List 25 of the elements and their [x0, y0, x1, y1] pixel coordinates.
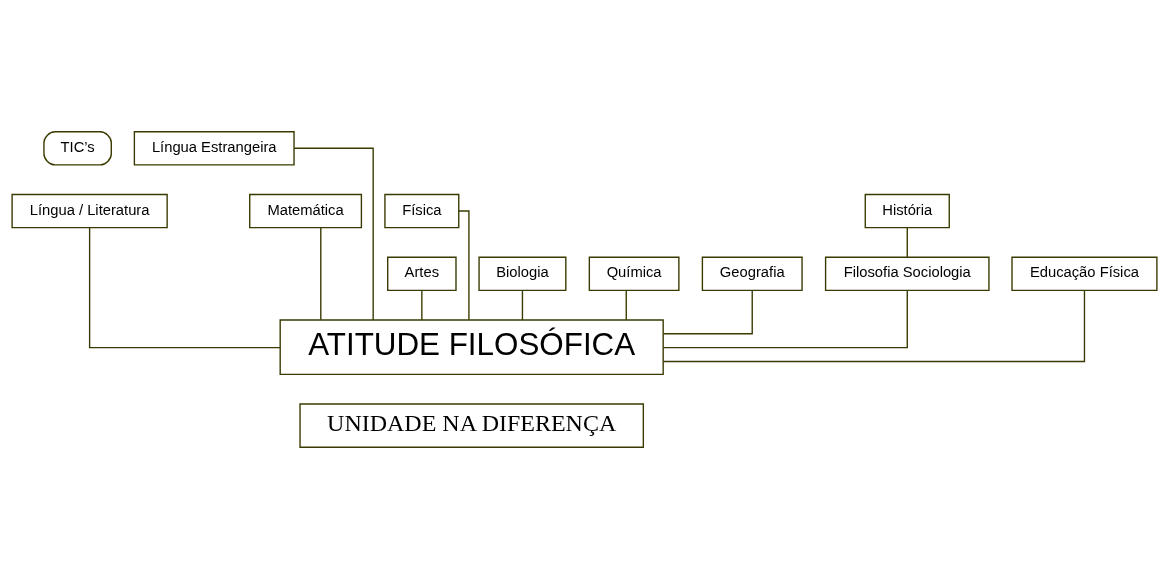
connector — [293, 147, 374, 321]
node-box: Física — [384, 193, 460, 228]
connector — [662, 289, 908, 348]
connector — [521, 289, 524, 321]
node-box: UNIDADE NA DIFERENÇA — [299, 402, 645, 448]
node-box: Química — [588, 256, 680, 291]
node-box: ATITUDE FILOSÓFICA — [279, 318, 664, 375]
connector — [662, 289, 1086, 362]
node-box: Filosofia Sociologia — [824, 256, 990, 291]
node-box: Língua Estrangeira — [133, 130, 295, 166]
node-box: Biologia — [478, 256, 567, 291]
node-box: História — [864, 193, 950, 228]
node-box: Matemática — [249, 193, 363, 228]
connector — [320, 226, 322, 320]
connector — [662, 289, 753, 334]
connector — [906, 226, 908, 258]
node-box: Educação Física — [1011, 256, 1158, 291]
node-box: Artes — [387, 256, 457, 291]
node-box: TIC’s — [43, 130, 112, 166]
connector — [421, 289, 423, 321]
connector — [88, 226, 281, 348]
connector — [625, 289, 627, 321]
connector — [458, 209, 470, 320]
node-box: Língua / Literatura — [11, 193, 168, 228]
node-box: Geografia — [701, 256, 803, 291]
